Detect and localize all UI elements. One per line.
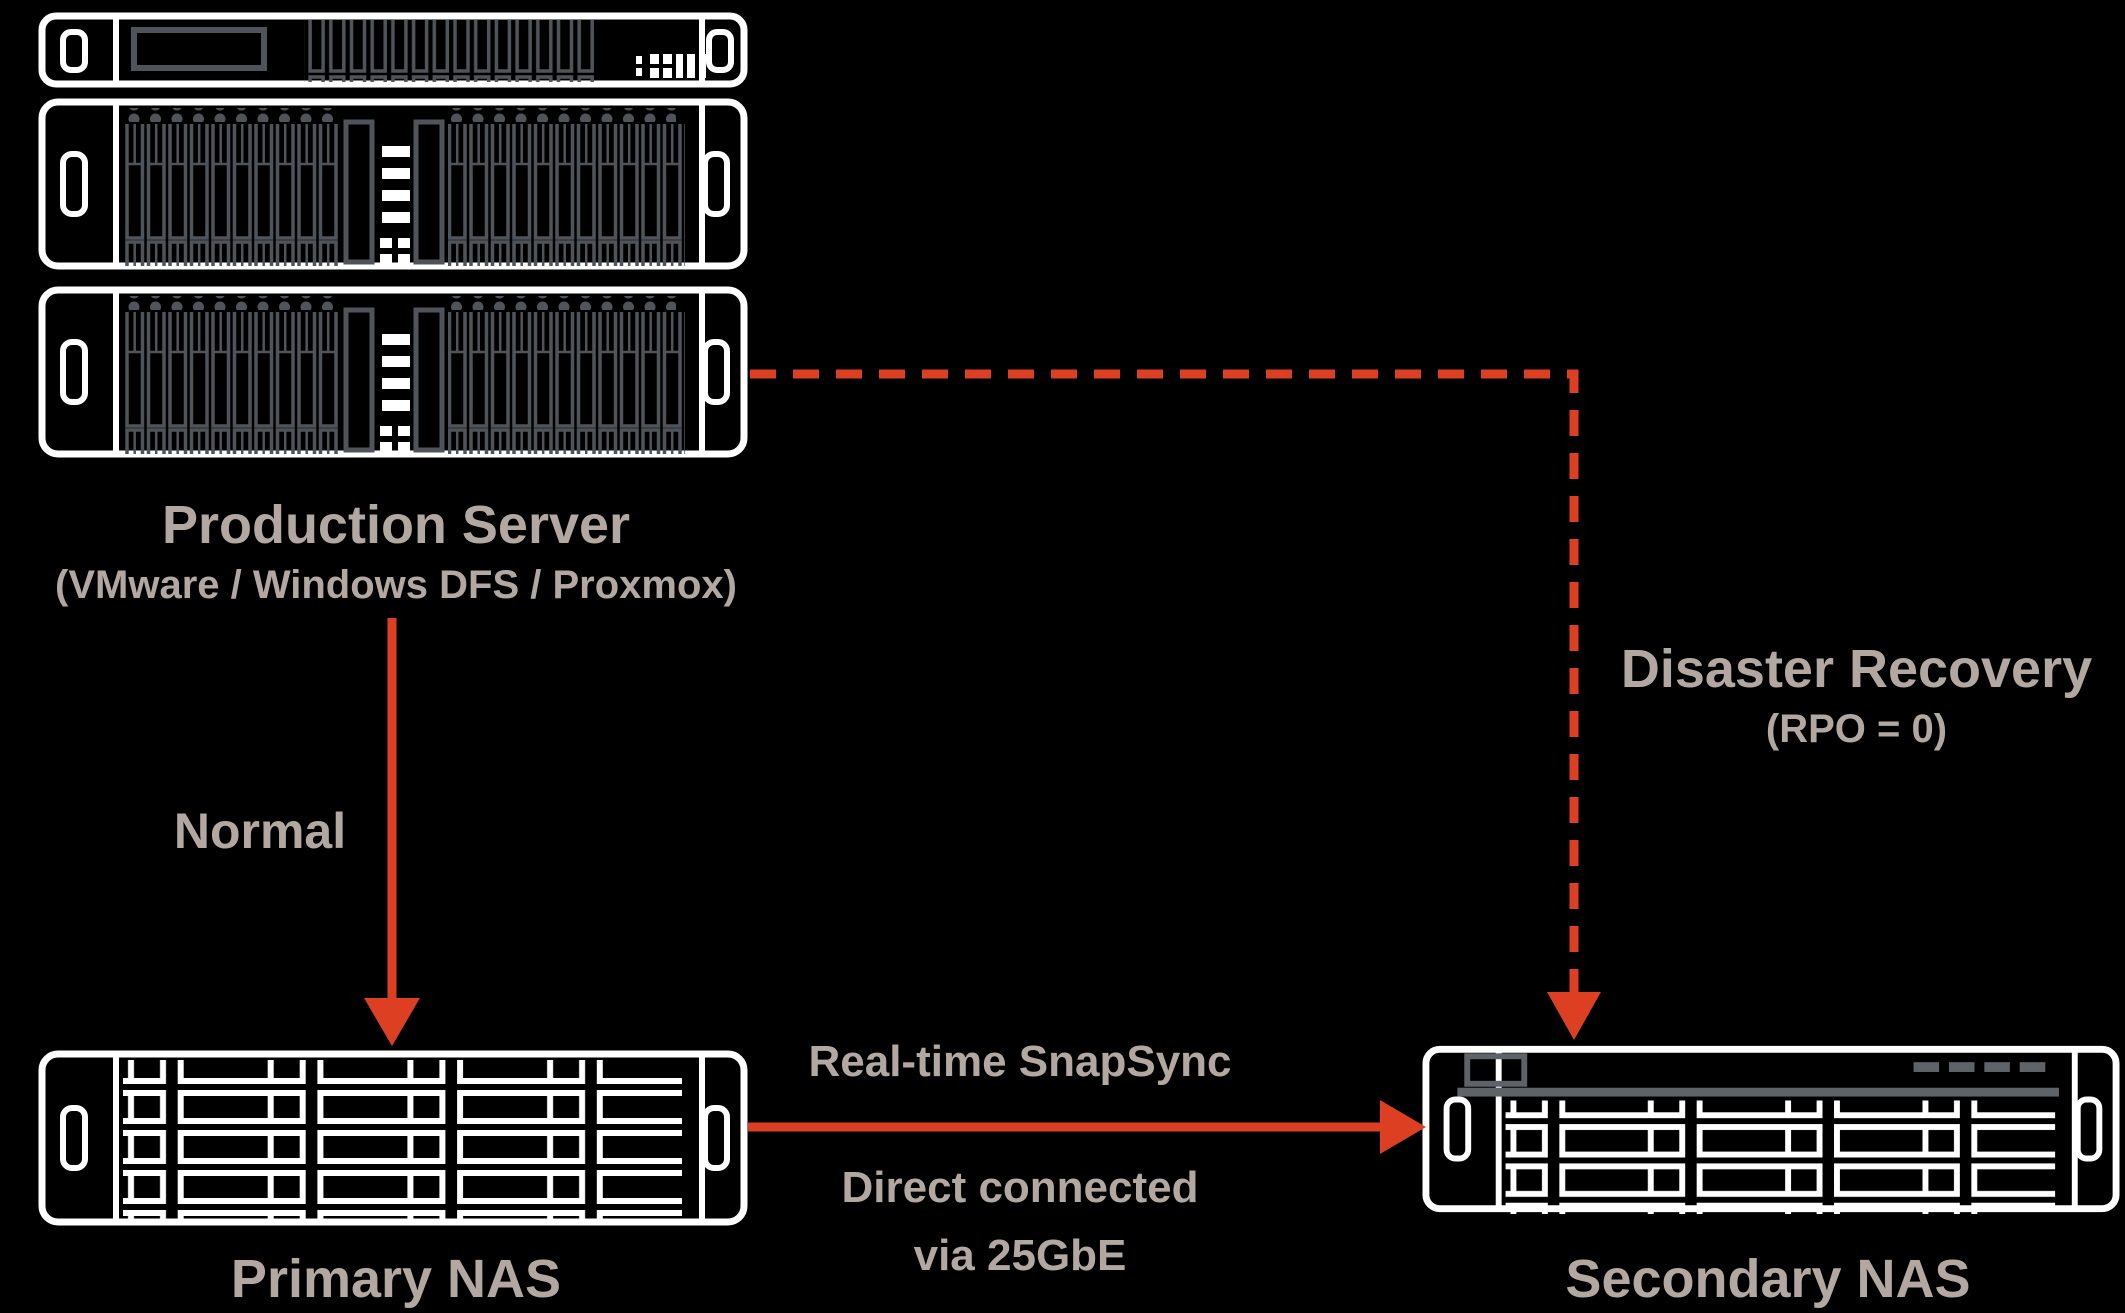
normal-edge-label: Normal: [173, 803, 347, 859]
production-server-subtitle: (VMware / Windows DFS / Proxmox): [55, 563, 737, 608]
disaster-recovery-subtitle: (RPO = 0): [1765, 707, 1948, 752]
production-server-label: Production Server (VMware / Windows DFS …: [0, 496, 792, 608]
normal-arrow: [364, 618, 420, 1046]
secondary-nas-label: Secondary NAS: [1565, 1249, 1971, 1309]
snapsync-edge-label: Real-time SnapSync: [808, 1037, 1232, 1086]
snapsync-note-line1: Direct connected: [841, 1163, 1199, 1212]
disaster-recovery-label: Disaster Recovery (RPO = 0): [1588, 640, 2125, 752]
production-server-title: Production Server: [161, 495, 631, 555]
disaster-recovery-title: Disaster Recovery: [1620, 639, 2093, 699]
snapsync-edge-note: Direct connected via 25GbE: [760, 1154, 1280, 1290]
primary-nas-label: Primary NAS: [230, 1249, 562, 1309]
snapsync-note-line2: via 25GbE: [913, 1231, 1127, 1281]
snapsync-arrow: [748, 1100, 1426, 1154]
disaster-recovery-dashed-arrow: [750, 369, 1601, 1040]
